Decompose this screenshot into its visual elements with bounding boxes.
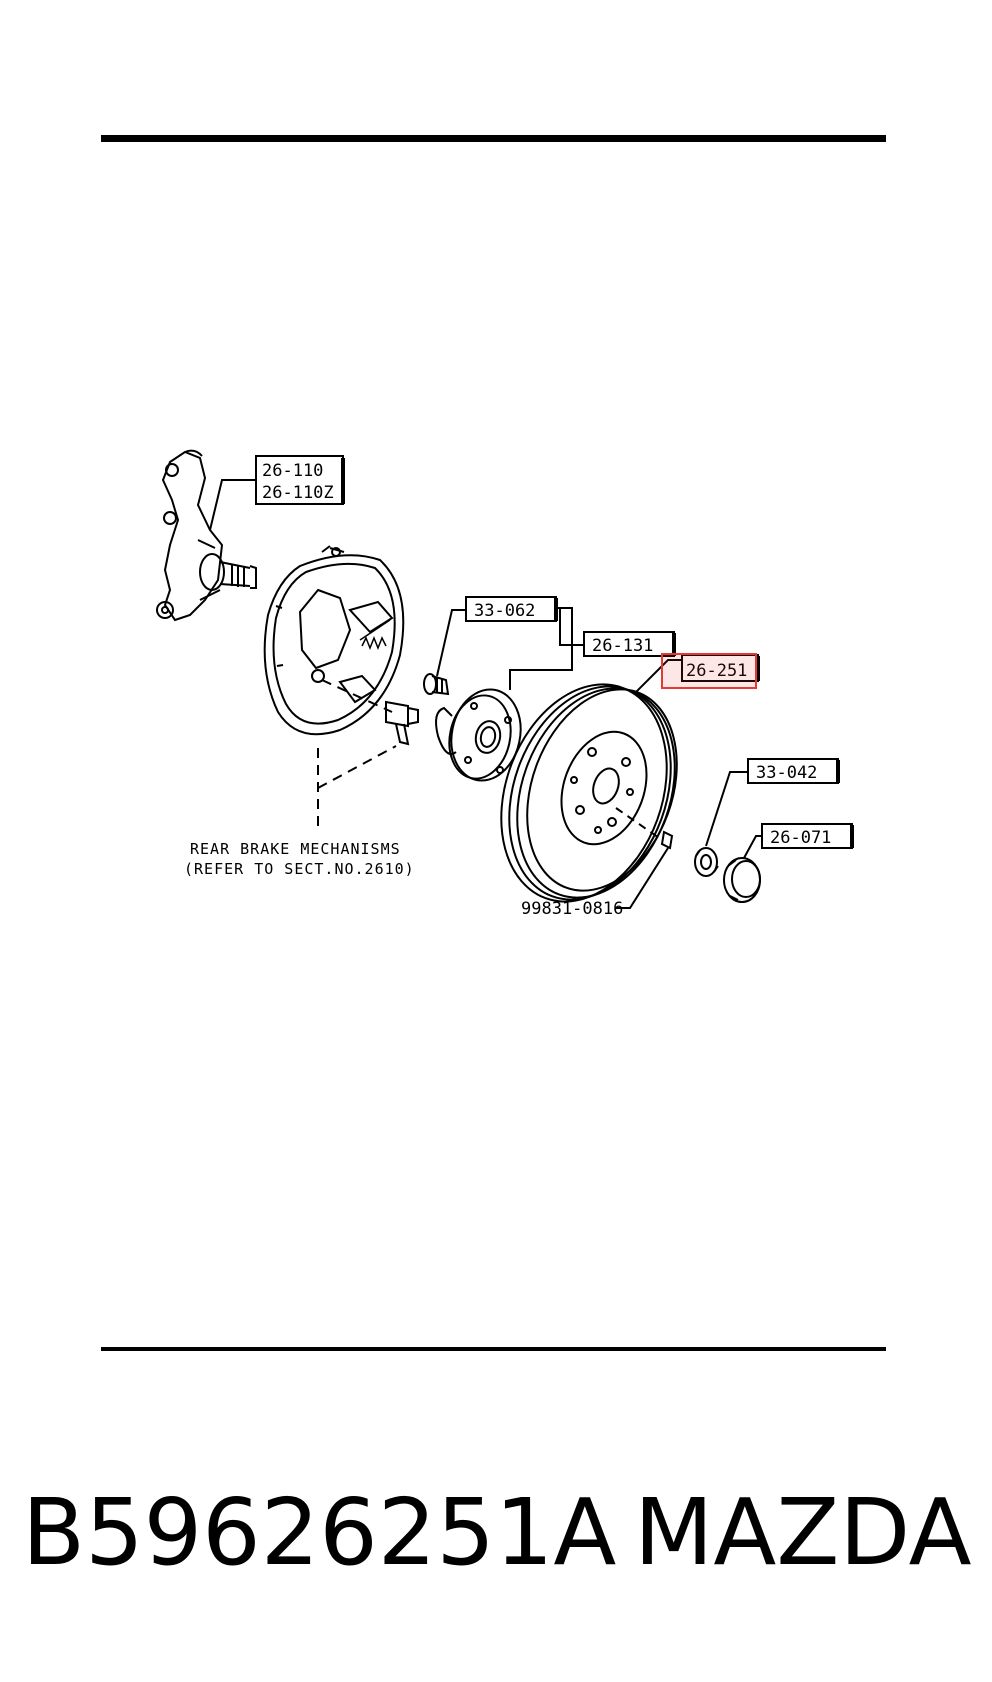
note-line-1: REAR BRAKE MECHANISMS [190,840,401,858]
callout-nut-label: 33-042 [756,763,817,783]
brand-name: MAZDA [634,1479,972,1586]
highlight-box [661,653,757,689]
backing-plate-drawing [263,545,405,736]
knuckle-leader [209,479,256,531]
callout-cap[interactable]: 26-071 [761,823,854,849]
callout-hub-bolt[interactable]: 33-062 [465,596,558,622]
wheel-hub-drawing [435,688,522,782]
long-bolt-drawing [385,700,419,746]
footer: B59626251A MAZDA [0,1478,992,1588]
brake-drum-drawing [500,683,678,903]
callout-nut[interactable]: 33-042 [747,758,840,784]
callout-cap-label: 26-071 [770,828,831,848]
hub-bolt-drawing [423,673,450,696]
cap-leader [743,835,762,859]
callout-hub-label: 26-131 [592,636,653,656]
top-divider [101,135,886,142]
callout-knuckle-label-b: 26-110Z [262,483,334,503]
drum-leader [633,659,682,695]
callout-knuckle-label-a: 26-110 [262,461,323,481]
bottom-divider [101,1347,886,1351]
callout-hub[interactable]: 26-131 [583,631,676,657]
callout-drum-label: 26-251 [686,661,747,681]
note-line-2: (REFER TO SECT.NO.2610) [184,860,415,878]
callout-drum[interactable]: 26-251 [661,653,760,689]
hub-leader-branch [554,607,584,646]
nut-leader [705,771,748,847]
hub-leader [509,607,573,690]
nut-drawing [694,847,719,877]
drum-screw-drawing [660,830,674,850]
screw-axis [615,807,663,841]
screw-leader [616,847,669,909]
knuckle-drawing [156,449,257,622]
callout-knuckle[interactable]: 26-110 26-110Z [255,455,345,505]
callout-screw-label[interactable]: 99831-0816 [521,899,623,919]
rear-brake-leaders [317,679,397,832]
part-number: B59626251A [22,1479,617,1586]
cap-drawing [723,857,761,903]
callout-hub-bolt-label: 33-062 [474,601,535,621]
hub-bolt-leader [436,609,466,677]
